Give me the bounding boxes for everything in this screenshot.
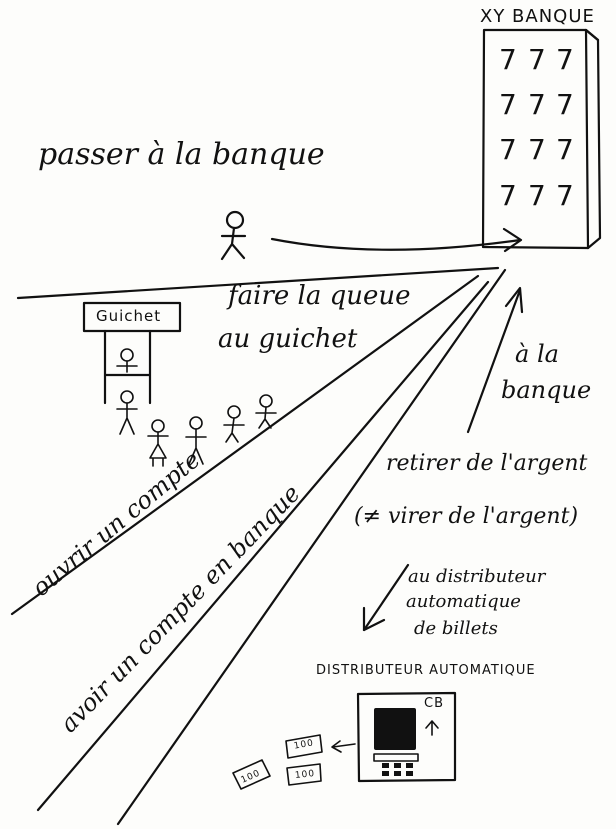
guichet-booth [82, 301, 182, 405]
arrow-to-bank [270, 227, 523, 253]
label-automatique: automatique [406, 591, 521, 612]
label-au-guichet: au guichet [218, 324, 358, 354]
banknotes [232, 734, 323, 790]
window-icon: 7 [499, 88, 518, 121]
bank-name: XY BANQUE [480, 6, 595, 27]
walking-person-figure [220, 210, 247, 261]
divider-line-queue [10, 274, 480, 616]
queue-people [116, 390, 277, 467]
label-passer-a-la-banque: passer à la banque [38, 137, 325, 172]
divider-line-account [36, 280, 490, 812]
label-faire-la-queue: faire la queue [228, 281, 411, 311]
atm-cb-label: CB [424, 696, 444, 711]
window-icon: 7 [499, 179, 518, 212]
window-icon: 7 [528, 179, 547, 212]
divider-line-withdraw [116, 268, 507, 826]
bank-building [481, 28, 602, 250]
divider-line-top [16, 266, 500, 300]
atm-machine [356, 691, 457, 783]
window-icon: 7 [528, 133, 547, 166]
guichet-sign: Guichet [96, 307, 162, 325]
window-icon: 7 [556, 133, 575, 166]
label-au-distributeur: au distributeur [408, 566, 546, 587]
window-icon: 7 [499, 133, 518, 166]
atm-title: DISTRIBUTEUR AUTOMATIQUE [316, 663, 536, 678]
label-retirer-de-l-argent: retirer de l'argent [386, 451, 588, 476]
window-icon: 7 [528, 43, 547, 76]
label-de-billets: de billets [414, 618, 498, 639]
window-icon: 7 [556, 43, 575, 76]
arrow-to-banknotes [331, 740, 356, 753]
arrow-down-to-atm [362, 563, 410, 632]
window-icon: 7 [528, 88, 547, 121]
arrow-up-to-bank [466, 286, 524, 434]
window-icon: 7 [556, 179, 575, 212]
label-a-la: à la [515, 340, 559, 368]
label-virer-de-l-argent: (≠ virer de l'argent) [354, 504, 579, 529]
window-icon: 7 [556, 88, 575, 121]
window-icon: 7 [499, 43, 518, 76]
label-banque: banque [501, 376, 592, 404]
